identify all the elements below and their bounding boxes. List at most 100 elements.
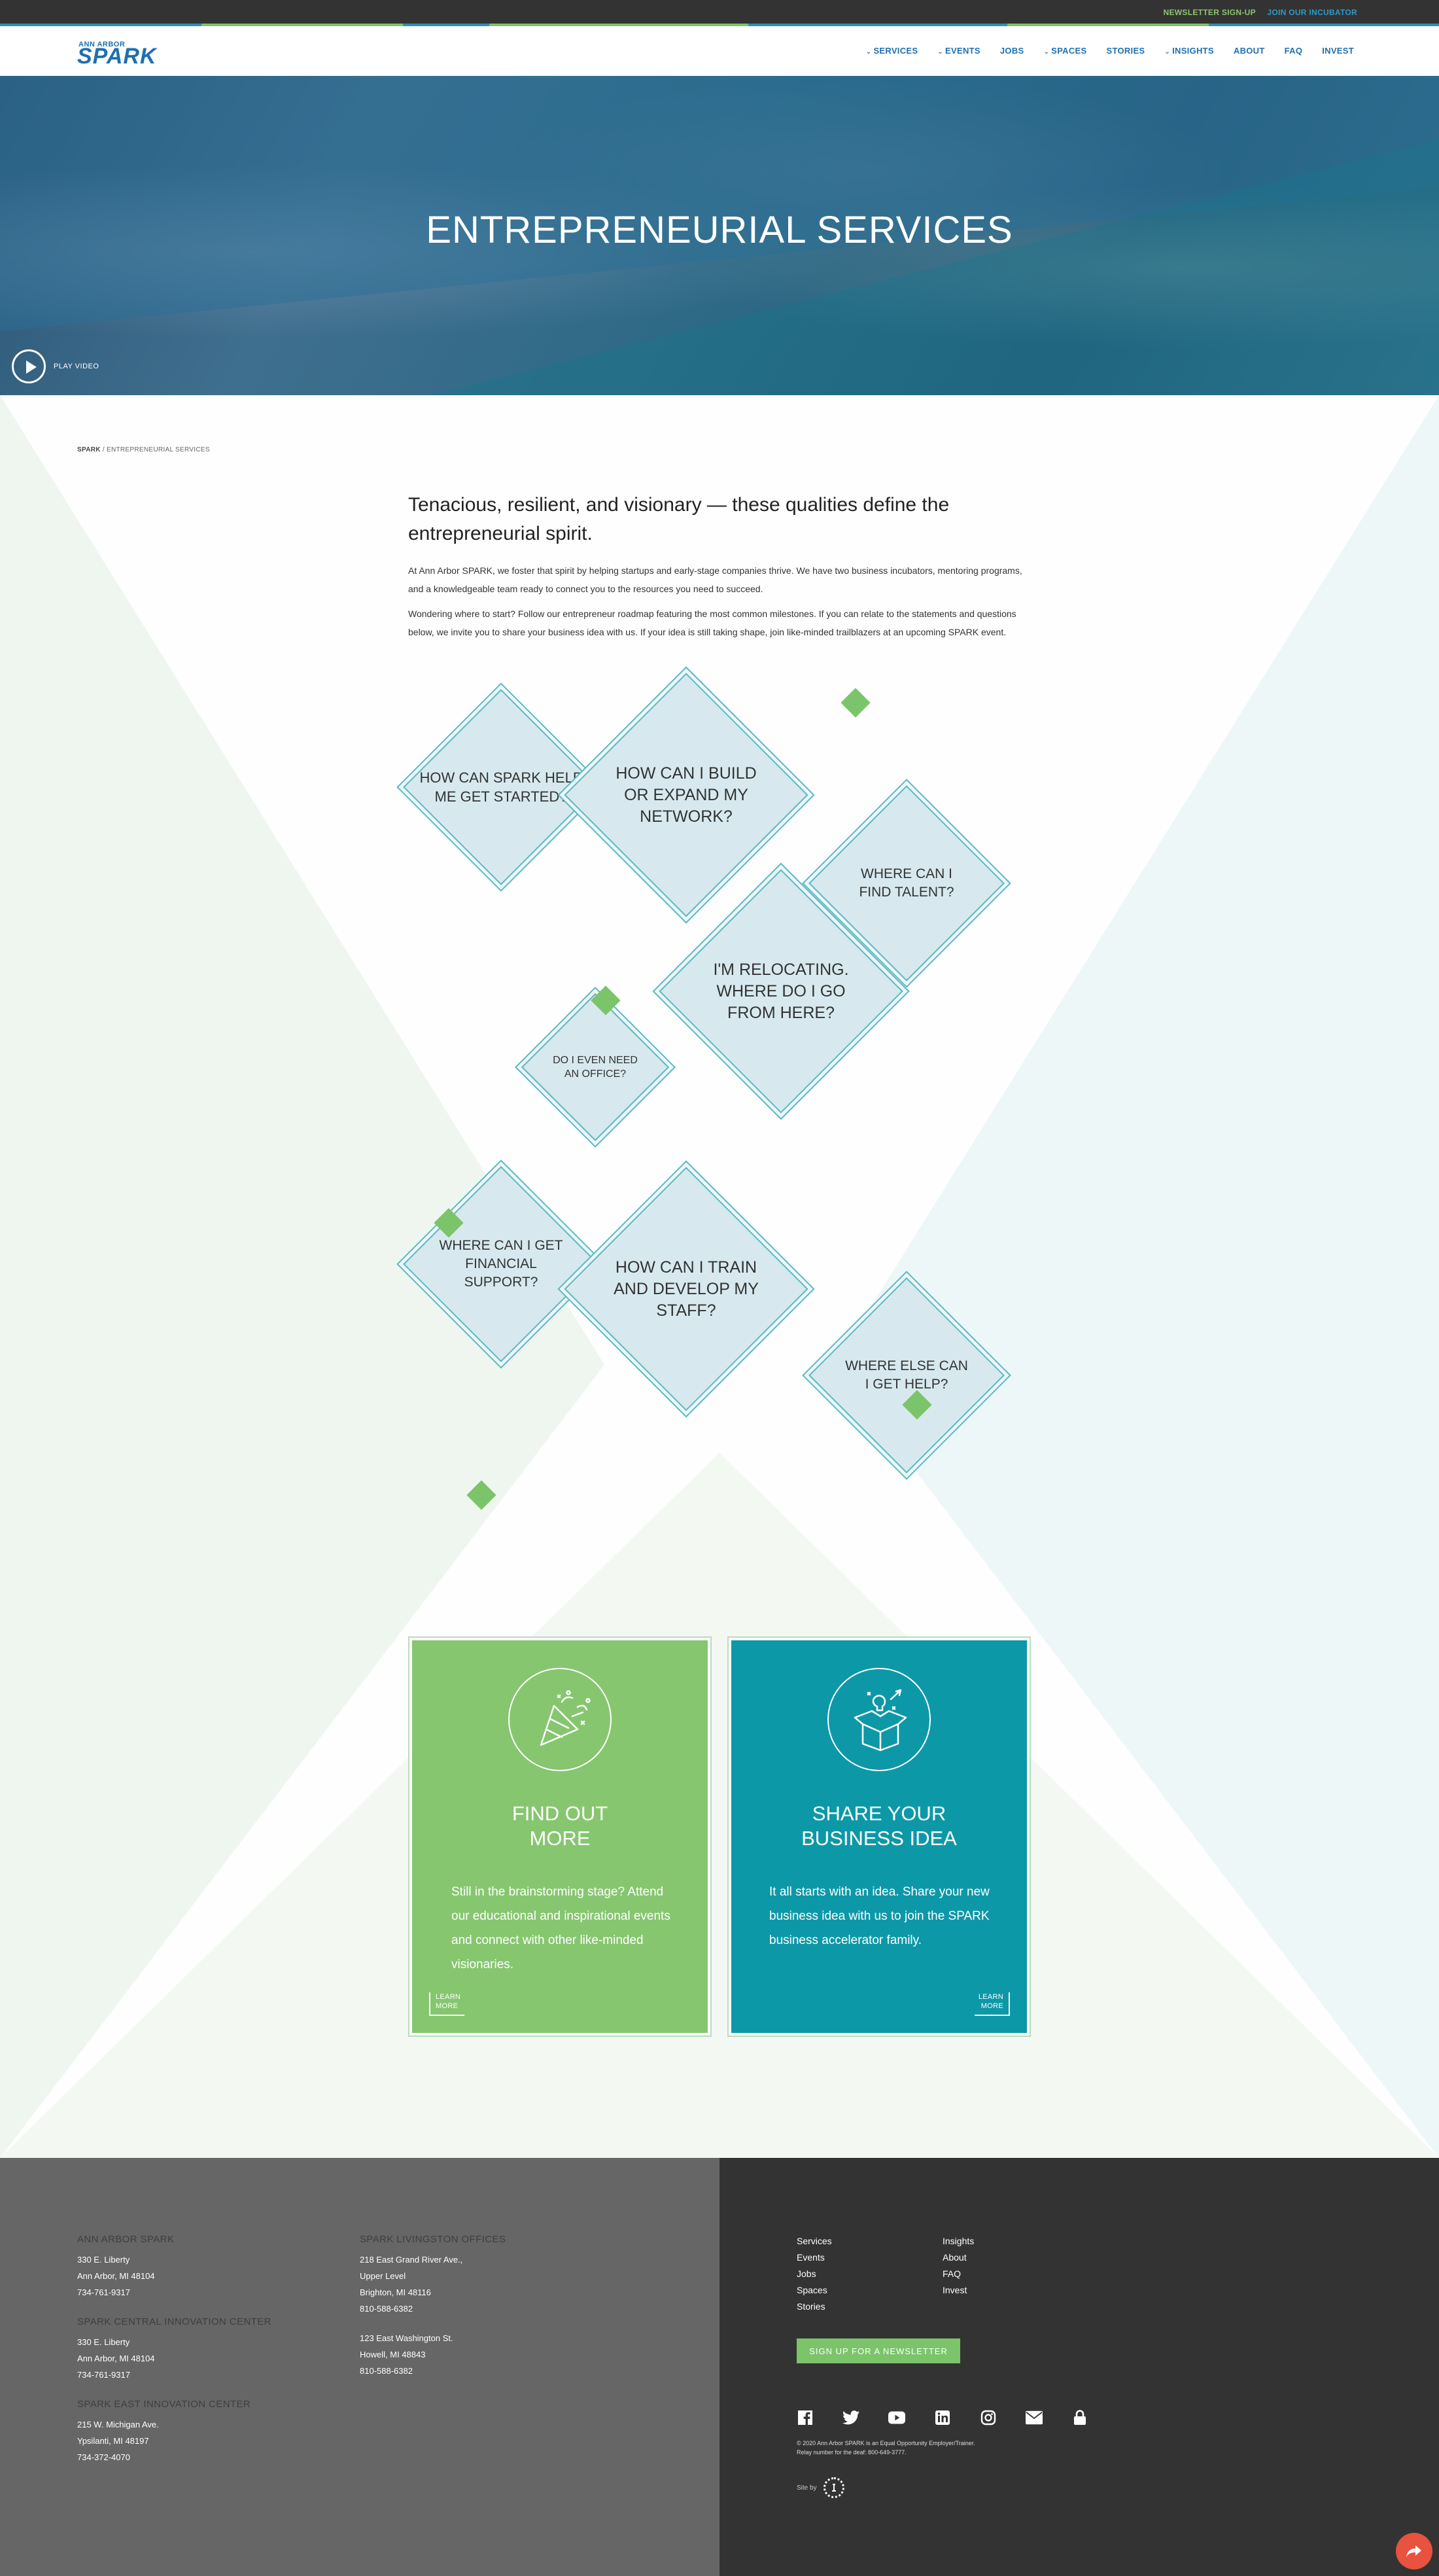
intro-paragraph: At Ann Arbor SPARK, we foster that spiri…	[408, 565, 1022, 594]
social-links	[797, 2409, 1088, 2426]
utility-links: NEWSLETTER SIGN-UP JOIN OUR INCUBATOR	[1154, 8, 1357, 17]
youtube-icon[interactable]	[888, 2409, 905, 2426]
party-popper-icon	[508, 1668, 612, 1771]
phone-line[interactable]: 734-761-9317	[77, 2370, 130, 2380]
instagram-icon[interactable]	[980, 2409, 997, 2426]
hero-banner: ENTREPRENEURIAL SERVICES PLAY VIDEO	[0, 76, 1439, 395]
twitter-icon[interactable]	[842, 2409, 859, 2426]
phone-line[interactable]: 810-588-6382	[360, 2366, 413, 2376]
question-diamond[interactable]: WHERE ELSE CAN I GET HELP?	[808, 1277, 1005, 1473]
nav-faq[interactable]: FAQ	[1284, 46, 1303, 56]
party-popper-icon	[540, 1690, 591, 1746]
spark-logo[interactable]: ANN ARBOR SPARK	[77, 41, 175, 67]
footer-link-stories[interactable]: Stories	[797, 2301, 825, 2312]
phone-line[interactable]: 734-761-9317	[77, 2287, 130, 2297]
question-text: HOW CAN I BUILD OR EXPAND MY NETWORK?	[615, 764, 757, 826]
share-button[interactable]	[1396, 2533, 1432, 2569]
lock-icon[interactable]	[1071, 2409, 1088, 2426]
question-diamond[interactable]: HOW CAN I BUILD OR EXPAND MY NETWORK?	[564, 673, 808, 917]
card-title-text: SHARE YOUR BUSINESS IDEA	[801, 1802, 957, 1850]
newsletter-signup-button[interactable]: SIGN UP FOR A NEWSLETTER	[797, 2338, 960, 2363]
question-diamond[interactable]: WHERE CAN I FIND TALENT?	[808, 785, 1005, 981]
footer-link-spaces[interactable]: Spaces	[797, 2285, 827, 2295]
question-diamond[interactable]: WHERE CAN I GET FINANCIAL SUPPORT?	[403, 1166, 599, 1362]
find-out-more-card[interactable]: FIND OUT MORE Still in the brainstorming…	[408, 1636, 712, 2037]
nav-spaces[interactable]: ⌄SPACES	[1043, 46, 1086, 56]
card-frame	[408, 1636, 712, 2037]
learn-more-label: LEARN MORE	[436, 1993, 461, 2010]
address-line: 330 E. Liberty	[77, 2337, 130, 2347]
hero-photo	[0, 76, 1439, 395]
address-line: Ann Arbor, MI 48104	[77, 2354, 155, 2363]
card-frame	[727, 1636, 1031, 2037]
nav-label: SERVICES	[873, 46, 918, 56]
intro-heading: Tenacious, resilient, and visionary — th…	[408, 494, 950, 544]
chevron-down-icon: ⌄	[865, 48, 872, 56]
learn-more-link[interactable]: LEARN MORE	[975, 1992, 1010, 2016]
footer-link-services[interactable]: Services	[797, 2236, 832, 2246]
question-diamond[interactable]: I'M RELOCATING. WHERE DO I GO FROM HERE?	[659, 869, 903, 1114]
footer-link-about[interactable]: About	[943, 2252, 967, 2263]
nav-about[interactable]: ABOUT	[1233, 46, 1265, 56]
footer-link-insights[interactable]: Insights	[943, 2236, 975, 2246]
footer-link-faq[interactable]: FAQ	[943, 2268, 962, 2279]
address-line: 330 E. Liberty	[77, 2255, 130, 2265]
nav-events[interactable]: ⌄EVENTS	[937, 46, 980, 56]
question-text: WHERE CAN I GET FINANCIAL SUPPORT?	[439, 1238, 563, 1290]
footer-offices-col: ANN ARBOR SPARK 330 E. Liberty Ann Arbor…	[77, 2231, 313, 2479]
address-line: 218 East Grand River Ave.,	[360, 2255, 463, 2265]
nav-label: EVENTS	[945, 46, 980, 56]
site-credit[interactable]: Site by	[797, 2477, 844, 2498]
breadcrumb-separator: /	[100, 446, 107, 453]
linkedin-icon[interactable]	[934, 2409, 951, 2426]
card-title: SHARE YOUR BUSINESS IDEA	[729, 1801, 1030, 1851]
phone-line[interactable]: 810-588-6382	[360, 2304, 413, 2314]
nav-services[interactable]: ⌄SERVICES	[866, 46, 918, 56]
address-line: Brighton, MI 48116	[360, 2287, 431, 2297]
office-block: SPARK CENTRAL INNOVATION CENTER 330 E. L…	[77, 2314, 313, 2383]
logo-big-text: SPARK	[77, 44, 157, 69]
nav-stories[interactable]: STORIES	[1106, 46, 1145, 56]
join-incubator-link[interactable]: JOIN OUR INCUBATOR	[1267, 8, 1357, 17]
intro-paragraph: Wondering where to start? Follow our ent…	[408, 609, 1016, 637]
breadcrumb-current: ENTREPRENEURIAL SERVICES	[107, 446, 210, 453]
chevron-down-icon: ⌄	[937, 48, 944, 56]
legal-text: © 2020 Ann Arbor SPARK is an Equal Oppor…	[797, 2439, 975, 2457]
play-video-button[interactable]: PLAY VIDEO	[12, 349, 99, 383]
facebook-icon[interactable]	[797, 2409, 814, 2426]
address-line: Ann Arbor, MI 48104	[77, 2271, 155, 2281]
question-text: HOW CAN SPARK HELP ME GET STARTED?	[419, 769, 583, 805]
legal-line: Relay number for the deaf: 800-649-3777.	[797, 2449, 907, 2456]
breadcrumb-home[interactable]: SPARK	[77, 446, 101, 453]
office-block: ANN ARBOR SPARK 330 E. Liberty Ann Arbor…	[77, 2231, 313, 2301]
newsletter-signup-link[interactable]: NEWSLETTER SIGN-UP	[1163, 8, 1256, 17]
footer-link-invest[interactable]: Invest	[943, 2285, 967, 2295]
office-name: SPARK EAST INNOVATION CENTER	[77, 2399, 251, 2410]
learn-more-label: LEARN MORE	[978, 1993, 1003, 2010]
email-icon[interactable]	[1026, 2409, 1043, 2426]
phone-line[interactable]: 734-372-4070	[77, 2452, 130, 2462]
question-text: DO I EVEN NEED AN OFFICE?	[553, 1054, 638, 1080]
chevron-down-icon: ⌄	[1043, 48, 1050, 56]
question-diamond[interactable]: HOW CAN SPARK HELP ME GET STARTED?	[403, 689, 599, 885]
learn-more-link[interactable]: LEARN MORE	[429, 1992, 464, 2016]
footer-link-jobs[interactable]: Jobs	[797, 2268, 816, 2279]
recaptcha-badge	[1359, 2549, 1385, 2550]
address-line: 123 East Washington St.	[360, 2333, 453, 2343]
footer-nav-col1: Services Events Jobs Spaces Stories	[797, 2233, 832, 2315]
nav-invest[interactable]: INVEST	[1322, 46, 1354, 56]
main-nav: ⌄SERVICES ⌄EVENTS JOBS ⌄SPACES STORIES ⌄…	[866, 46, 1354, 56]
play-video-label: PLAY VIDEO	[54, 362, 99, 370]
footer-nav-col2: Insights About FAQ Invest	[943, 2233, 974, 2299]
question-diamond[interactable]: HOW CAN I TRAIN AND DEVELOP MY STAFF?	[564, 1167, 808, 1411]
share-business-idea-card[interactable]: SHARE YOUR BUSINESS IDEA It all starts w…	[727, 1636, 1031, 2037]
nav-jobs[interactable]: JOBS	[999, 46, 1024, 56]
office-name: SPARK CENTRAL INNOVATION CENTER	[77, 2316, 271, 2327]
address-line: Howell, MI 48843	[360, 2350, 426, 2359]
nav-insights[interactable]: ⌄INSIGHTS	[1164, 46, 1213, 56]
question-diamond[interactable]: DO I EVEN NEED AN OFFICE?	[521, 993, 670, 1142]
footer-link-events[interactable]: Events	[797, 2252, 825, 2263]
office-block: 123 East Washington St. Howell, MI 48843…	[360, 2330, 595, 2379]
utility-bar: NEWSLETTER SIGN-UP JOIN OUR INCUBATOR	[0, 0, 1439, 26]
card-text: It all starts with an idea. Share your n…	[769, 1885, 990, 1947]
